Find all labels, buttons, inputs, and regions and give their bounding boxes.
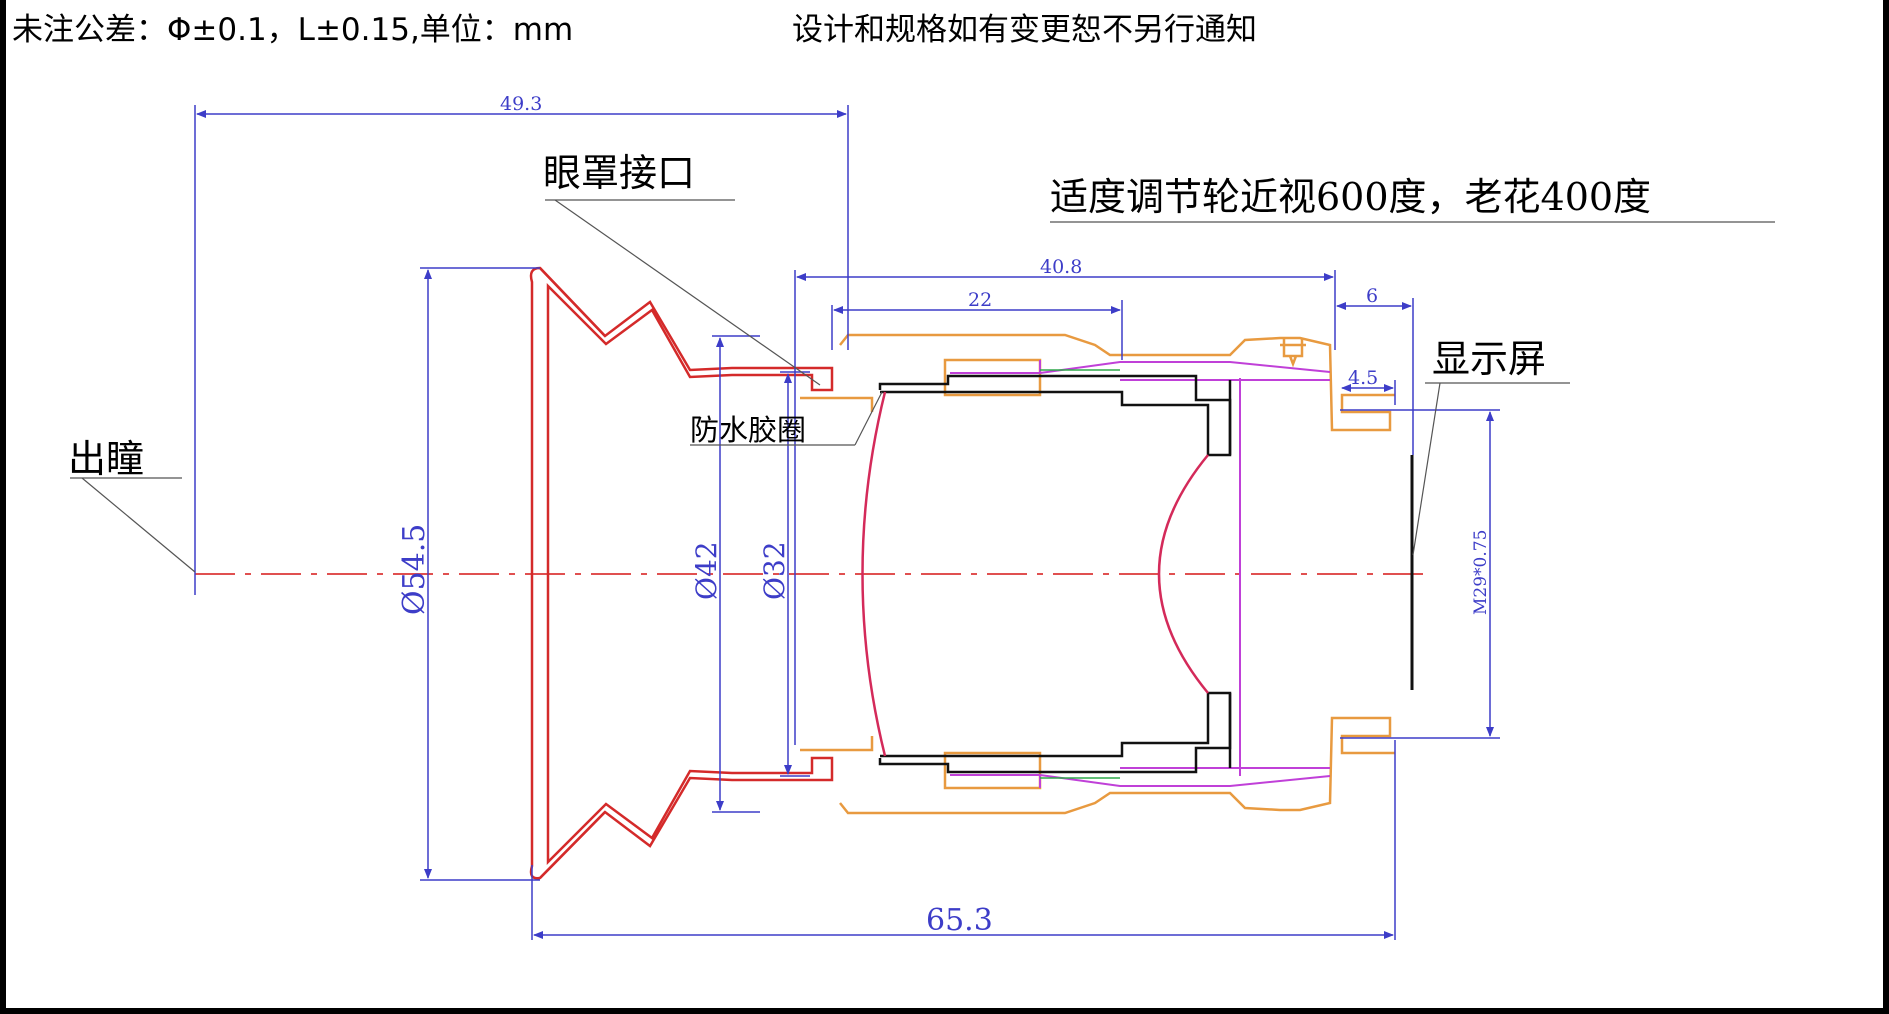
lens-elements [861,391,1209,757]
dim-phi-54-5: Ø54.5 [397,524,432,615]
inner-sleeve [1040,369,1120,779]
eyecup [529,266,834,880]
dim-65-3: 65.3 [926,903,993,938]
label-waterproof-ring: 防水胶圈 [690,413,806,447]
tolerance-note: 未注公差：Φ±0.1，L±0.15,单位：mm [12,12,574,48]
lens-barrel [878,374,1232,774]
focus-ring [950,360,1331,788]
change-notice: 设计和规格如有变更恕不另行通知 [792,12,1257,48]
dim-49-3: 49.3 [500,93,542,115]
leader-lines [70,199,1775,573]
dim-40-8: 40.8 [1040,256,1082,278]
dim-6: 6 [1366,285,1378,307]
dim-22: 22 [968,289,992,311]
label-exit-pupil: 出瞳 [68,437,144,481]
label-eyecup-interface: 眼罩接口 [543,151,695,195]
label-display: 显示屏 [1432,337,1546,381]
dim-phi-42: Ø42 [690,541,723,600]
dim-4-5: 4.5 [1348,367,1378,389]
dim-phi-32: Ø32 [758,541,791,600]
label-diopter-ring: 适度调节轮近视600度，老花400度 [1050,175,1651,219]
header-bar: 未注公差：Φ±0.1，L±0.15,单位：mm 设计和规格如有变更恕不另行通知 [12,4,1877,48]
dim-m29: M29*0.75 [1471,530,1491,615]
dimension-lines [194,105,1500,940]
